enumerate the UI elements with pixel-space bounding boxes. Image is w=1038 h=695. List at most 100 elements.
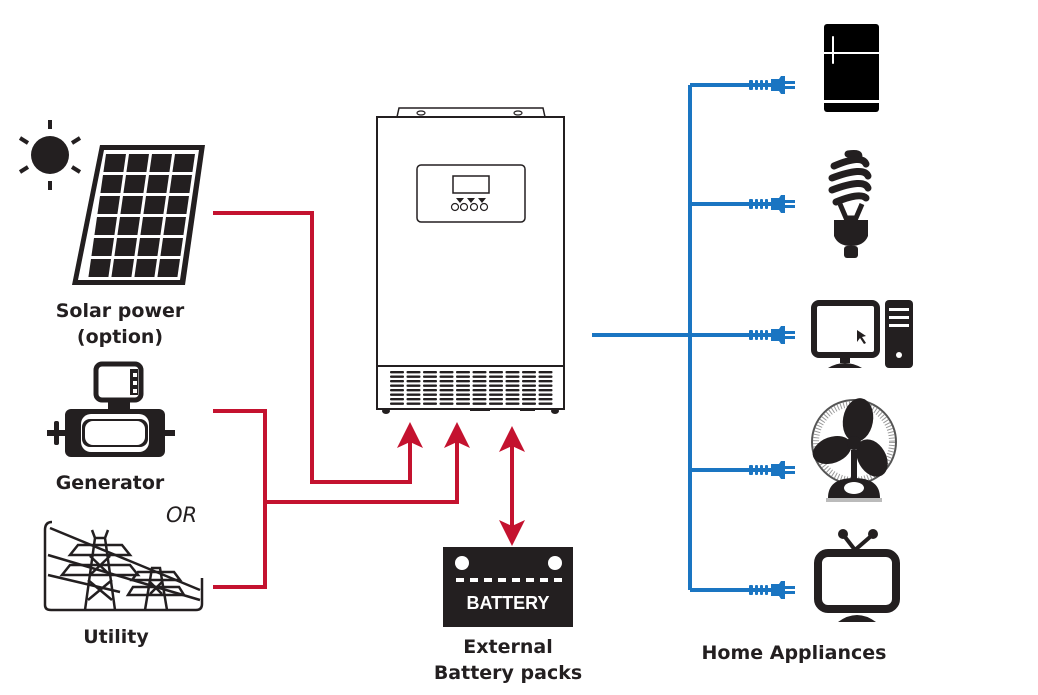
vent-slot — [423, 375, 437, 378]
battery-dash — [456, 578, 464, 582]
battery-label: External Battery packs — [418, 634, 598, 686]
vent-slot — [472, 402, 487, 405]
solar-label-line2: (option) — [76, 326, 164, 348]
solar-arrow — [397, 422, 423, 448]
grid-arrow — [444, 422, 470, 448]
solar-cell — [91, 238, 114, 256]
solar-power-label: Solar power (option) — [30, 298, 210, 350]
vent-slot — [472, 393, 487, 396]
generator-line — [213, 409, 267, 589]
vent-slot — [472, 371, 487, 374]
tv-icon — [814, 529, 900, 622]
computer-icon — [811, 300, 913, 368]
vent-slot — [423, 380, 437, 383]
vent-slot — [538, 384, 553, 387]
vent-slot — [390, 371, 404, 374]
vent-slot — [505, 402, 520, 405]
vent-slot — [439, 393, 454, 396]
vent-slot — [456, 402, 470, 405]
vent-slot — [538, 380, 553, 383]
solar-cell — [160, 238, 183, 256]
vent-slot — [439, 371, 454, 374]
solar-cell — [166, 196, 189, 214]
vent-slot — [505, 389, 520, 392]
vent-slot — [522, 398, 536, 401]
solar-cell — [126, 154, 149, 172]
battery-dash — [484, 578, 492, 582]
vent-slot — [390, 375, 404, 378]
battery-arrow-up — [499, 426, 525, 452]
input-arrowheads — [397, 422, 525, 546]
vent-slot — [505, 380, 520, 383]
battery-arrow-down — [499, 520, 525, 546]
vent-slot — [456, 398, 470, 401]
plug-icon — [745, 461, 795, 479]
vent-slot — [489, 371, 503, 374]
plug-icon — [745, 581, 795, 599]
vent-slot — [456, 380, 470, 383]
vent-slot — [456, 393, 470, 396]
solar-cell — [123, 175, 146, 193]
vent-slot — [538, 402, 553, 405]
solar-cell — [117, 217, 140, 235]
refrigerator-icon — [824, 24, 879, 112]
solar-cell — [111, 259, 134, 277]
vent-slot — [439, 398, 454, 401]
battery-dash — [470, 578, 478, 582]
vent-slot — [423, 384, 437, 387]
plug-icon — [745, 326, 795, 344]
vent-slot — [522, 384, 536, 387]
solar-cell — [140, 217, 163, 235]
vent-slot — [489, 389, 503, 392]
generator-label: Generator — [55, 472, 165, 494]
solar-cell — [134, 259, 157, 277]
or-text: OR — [166, 503, 198, 527]
vent-slot — [522, 380, 536, 383]
vent-slot — [390, 402, 404, 405]
solar-cell — [94, 217, 117, 235]
solar-cell — [97, 196, 120, 214]
solar-cell — [100, 175, 123, 193]
inverter-icon — [376, 107, 565, 414]
solar-cell — [157, 259, 180, 277]
vent-slot — [390, 393, 404, 396]
solar-cell — [172, 154, 195, 172]
vent-slot — [406, 393, 421, 396]
input-wiring — [213, 211, 514, 589]
vent-slot — [406, 398, 421, 401]
vent-slot — [472, 380, 487, 383]
fan-icon — [811, 398, 897, 502]
vent-slot — [538, 375, 553, 378]
vent-slot — [522, 389, 536, 392]
grid-line — [265, 440, 459, 504]
vent-slot — [522, 371, 536, 374]
vent-slot — [406, 371, 421, 374]
vent-slot — [390, 389, 404, 392]
vent-slot — [406, 384, 421, 387]
vent-slot — [538, 389, 553, 392]
solar-label-line1: Solar power — [55, 300, 185, 322]
vent-slot — [390, 384, 404, 387]
vent-slot — [472, 384, 487, 387]
vent-slot — [489, 393, 503, 396]
battery-label-line2: Battery packs — [433, 662, 583, 684]
vent-slot — [406, 375, 421, 378]
vent-slot — [406, 402, 421, 405]
sun-icon — [18, 120, 82, 190]
vent-slot — [505, 384, 520, 387]
inverter-buttons — [450, 202, 489, 212]
vent-grille — [390, 371, 553, 405]
plug-icon — [745, 195, 795, 213]
vent-slot — [423, 389, 437, 392]
vent-slot — [456, 389, 470, 392]
solar-cell — [169, 175, 192, 193]
vent-slot — [406, 389, 421, 392]
solar-cell — [163, 217, 186, 235]
solar-cell — [143, 196, 166, 214]
plug-icon — [745, 76, 795, 94]
power-pylon-icon — [43, 520, 204, 612]
solar-cell — [120, 196, 143, 214]
vent-slot — [390, 398, 404, 401]
solar-cell — [137, 238, 160, 256]
